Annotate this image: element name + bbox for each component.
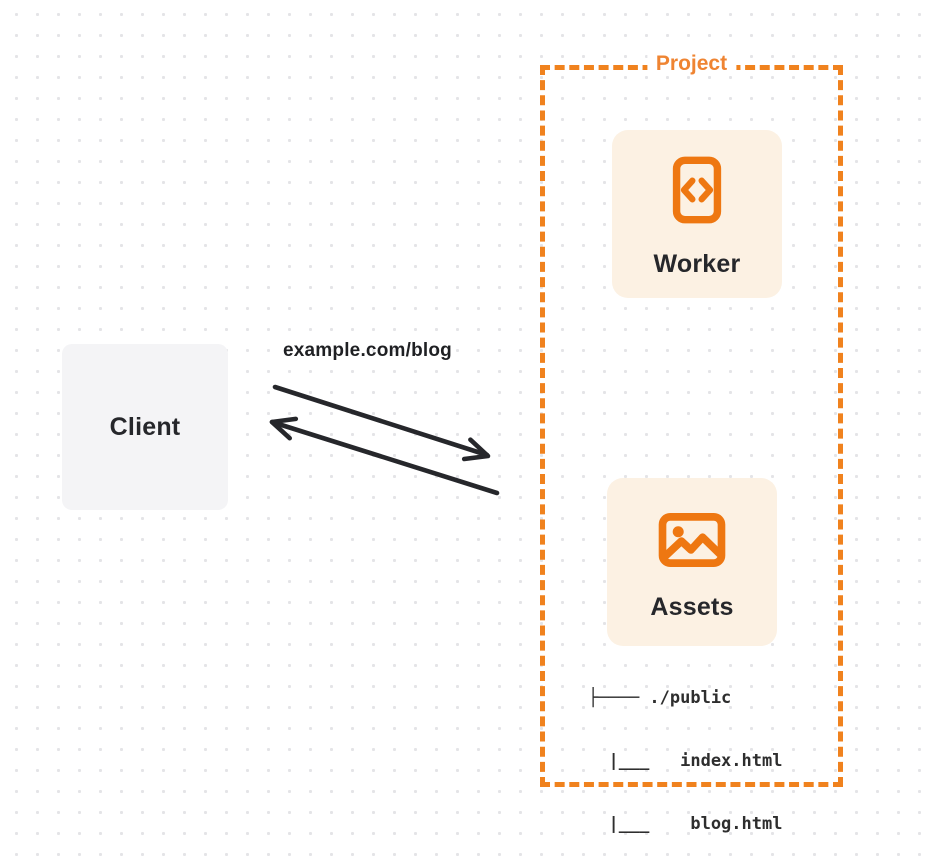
client-label: Client [109,412,181,441]
file-tree-line-blog: |___ blog.html [588,814,783,834]
file-tree-line-public: ├──── ./public [588,688,732,708]
response-arrow [269,416,500,496]
image-icon [658,513,726,567]
request-arrow [272,384,491,462]
project-title: Project [646,52,737,76]
assets-label: Assets [650,593,734,621]
worker-label: Worker [653,250,741,278]
assets-card: Assets [607,478,777,646]
file-tree: ├──── ./public |___ index.html |___ blog… [588,646,782,860]
request-url-label: example.com/blog [283,340,452,361]
code-file-icon [672,156,722,224]
client-box: Client [62,344,228,510]
file-tree-line-index: |___ index.html [588,751,783,771]
project-container: Project [540,52,843,787]
worker-card: Worker [612,130,782,298]
